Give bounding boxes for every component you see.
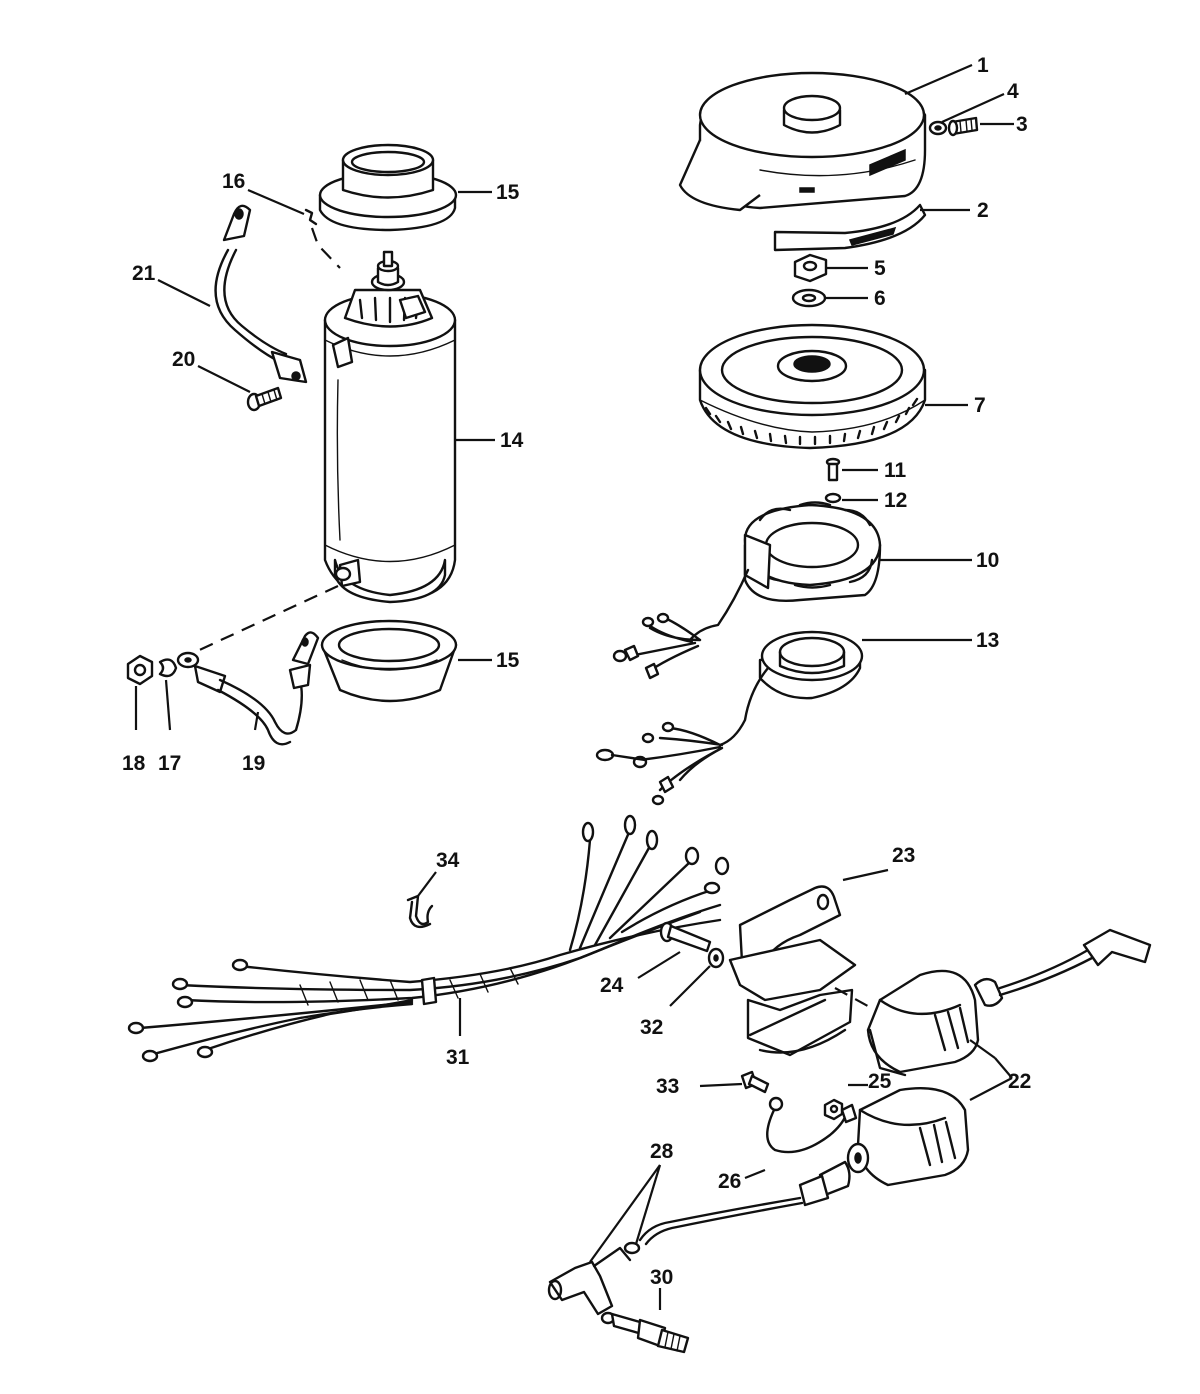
callout-7: 7: [974, 394, 986, 417]
callout-32: 32: [640, 1016, 663, 1039]
part-coil-bracket[interactable]: [728, 885, 876, 1057]
part-stator-lockwasher[interactable]: [824, 492, 842, 504]
part-lockwasher[interactable]: [158, 658, 178, 678]
callout-23: 23: [892, 844, 915, 867]
part-cover-washer[interactable]: [928, 120, 948, 136]
callout-30: 30: [650, 1266, 673, 1289]
part-flywheel[interactable]: [698, 323, 927, 450]
part-flywheel-nut[interactable]: [793, 253, 828, 283]
callout-5: 5: [874, 257, 886, 280]
part-positive-cable[interactable]: [214, 204, 308, 384]
part-ignition-coil-upper[interactable]: [866, 928, 1152, 1077]
part-spark-plug[interactable]: [600, 1311, 690, 1354]
part-negative-cable[interactable]: [176, 631, 320, 746]
callout-13: 13: [976, 629, 999, 652]
part-ground-wire[interactable]: [766, 1096, 858, 1154]
part-clip[interactable]: [304, 208, 341, 269]
stator-leads: [612, 612, 702, 680]
callout-33: 33: [656, 1075, 679, 1098]
callout-2: 2: [977, 199, 989, 222]
trigger-leads: [595, 721, 724, 806]
part-flywheel-cover[interactable]: [678, 71, 927, 212]
part-coil-screw[interactable]: [740, 1070, 770, 1094]
part-bracket-bolt[interactable]: [659, 921, 712, 953]
callout-10: 10: [976, 549, 999, 572]
callout-25: 25: [868, 1070, 892, 1093]
part-trigger[interactable]: [718, 630, 864, 747]
part-starter-motor[interactable]: [323, 250, 457, 604]
part-lower-bushing[interactable]: [320, 619, 458, 703]
callout-6: 6: [874, 287, 886, 310]
part-cable-screw[interactable]: [246, 386, 283, 412]
callout-12: 12: [884, 489, 907, 512]
callout-1: 1: [977, 54, 989, 77]
callout-28: 28: [650, 1140, 674, 1163]
part-stator-screw[interactable]: [825, 457, 841, 482]
callout-20: 20: [172, 348, 195, 371]
part-ignition-coil-lower[interactable]: [623, 1087, 970, 1255]
part-cover-screw[interactable]: [947, 116, 979, 137]
callout-11: 11: [884, 459, 907, 482]
callout-34: 34: [436, 849, 460, 872]
callout-14: 14: [500, 429, 524, 452]
callout-16: 16: [222, 170, 245, 193]
part-retaining-band[interactable]: [773, 203, 927, 252]
part-bracket-washer[interactable]: [707, 947, 725, 969]
part-stator[interactable]: [688, 501, 882, 642]
callout-17: 17: [158, 752, 181, 775]
part-harness-clip[interactable]: [406, 894, 434, 929]
callout-15-upper: 15: [496, 181, 520, 204]
callout-numbers: 1 4 3 2 5 6 7 11 12 10 13 16 15 21 20 14…: [122, 54, 1031, 1289]
assembly-line-cable: [194, 585, 339, 653]
callout-22: 22: [1008, 1070, 1031, 1093]
callout-18: 18: [122, 752, 146, 775]
callout-24: 24: [600, 974, 624, 997]
callout-31: 31: [446, 1046, 470, 1069]
callout-26: 26: [718, 1170, 741, 1193]
leader-lines: [134, 63, 1014, 1310]
part-spark-plug-boot[interactable]: [547, 1246, 632, 1316]
part-wiring-harness[interactable]: [127, 814, 730, 1063]
part-flywheel-washer[interactable]: [791, 288, 827, 308]
callout-3: 3: [1016, 113, 1028, 136]
part-coil-nut[interactable]: [823, 1098, 844, 1121]
callout-19: 19: [242, 752, 265, 775]
part-hex-nut[interactable]: [126, 654, 154, 686]
callout-15-lower: 15: [496, 649, 520, 672]
part-upper-bushing[interactable]: [318, 143, 458, 232]
callout-21: 21: [132, 262, 156, 285]
callout-4: 4: [1007, 80, 1019, 103]
